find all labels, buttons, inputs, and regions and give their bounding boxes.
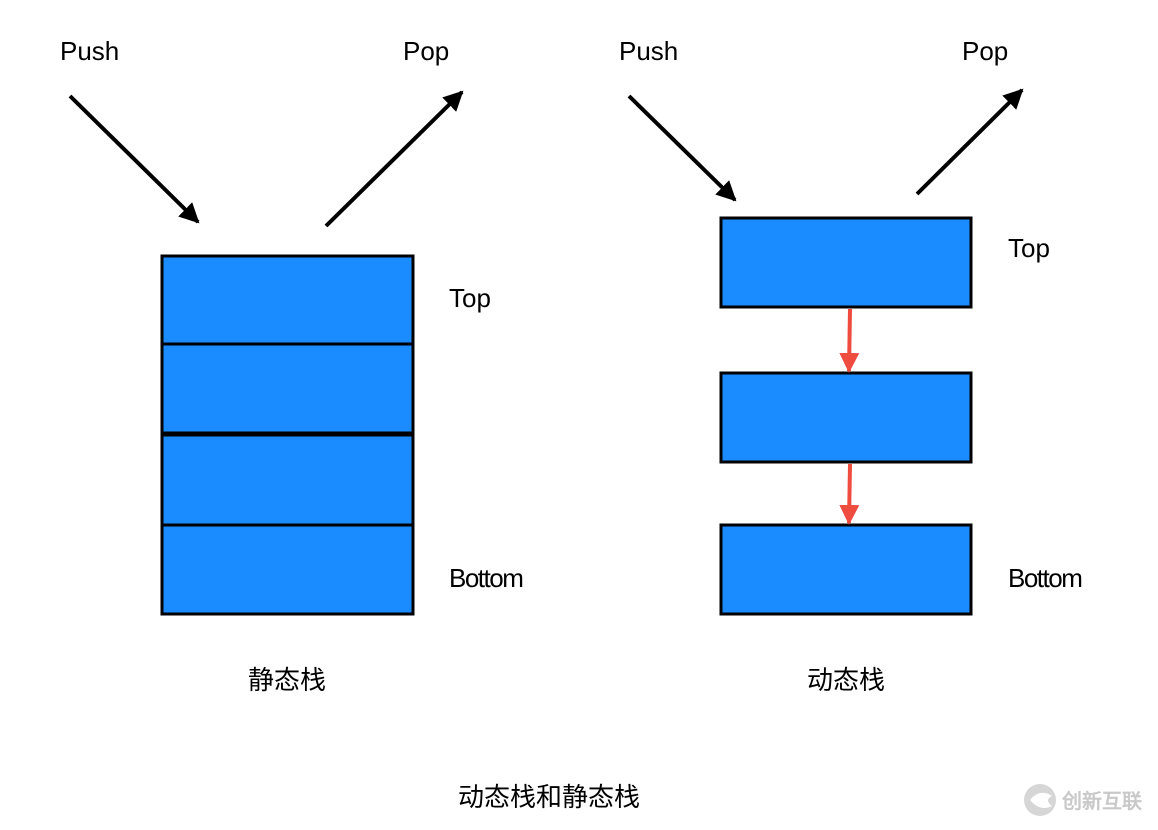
dynamic-link-arrow-1	[839, 308, 860, 373]
static-pop-arrow	[324, 90, 464, 228]
dynamic-link-arrow-2	[839, 463, 860, 525]
watermark-text: 创新互联	[1061, 789, 1142, 813]
dynamic-top-label: Top	[1008, 233, 1050, 263]
dynamic-stack-node-bottom	[719, 523, 973, 616]
static-pop-label: Pop	[403, 36, 449, 66]
dynamic-stack: Push Pop Top Bottom 动态栈	[619, 36, 1083, 696]
watermark-logo-icon	[1024, 784, 1056, 816]
dynamic-stack-node-middle	[719, 371, 973, 464]
static-stack-block-bottom	[160, 523, 415, 616]
dynamic-pop-arrow	[915, 88, 1024, 196]
static-stack-block-2	[160, 342, 415, 435]
static-push-arrow	[68, 94, 200, 224]
static-push-label: Push	[60, 36, 119, 66]
static-stack-block-3	[160, 433, 415, 527]
watermark: 创新互联	[1024, 784, 1142, 816]
figure-caption: 动态栈和静态栈	[458, 783, 640, 813]
dynamic-bottom-label: Bottom	[1008, 563, 1081, 593]
static-stack-caption: 静态栈	[248, 666, 326, 696]
static-bottom-label: Bottom	[449, 563, 522, 593]
dynamic-pop-label: Pop	[962, 36, 1008, 66]
static-top-label: Top	[449, 283, 491, 313]
static-stack-block-top	[160, 254, 415, 346]
dynamic-stack-node-top	[719, 216, 973, 309]
static-stack: Push Pop Top Bottom 静态栈	[60, 36, 524, 696]
dynamic-push-label: Push	[619, 36, 678, 66]
dynamic-stack-caption: 动态栈	[807, 666, 885, 696]
dynamic-push-arrow	[627, 94, 737, 202]
